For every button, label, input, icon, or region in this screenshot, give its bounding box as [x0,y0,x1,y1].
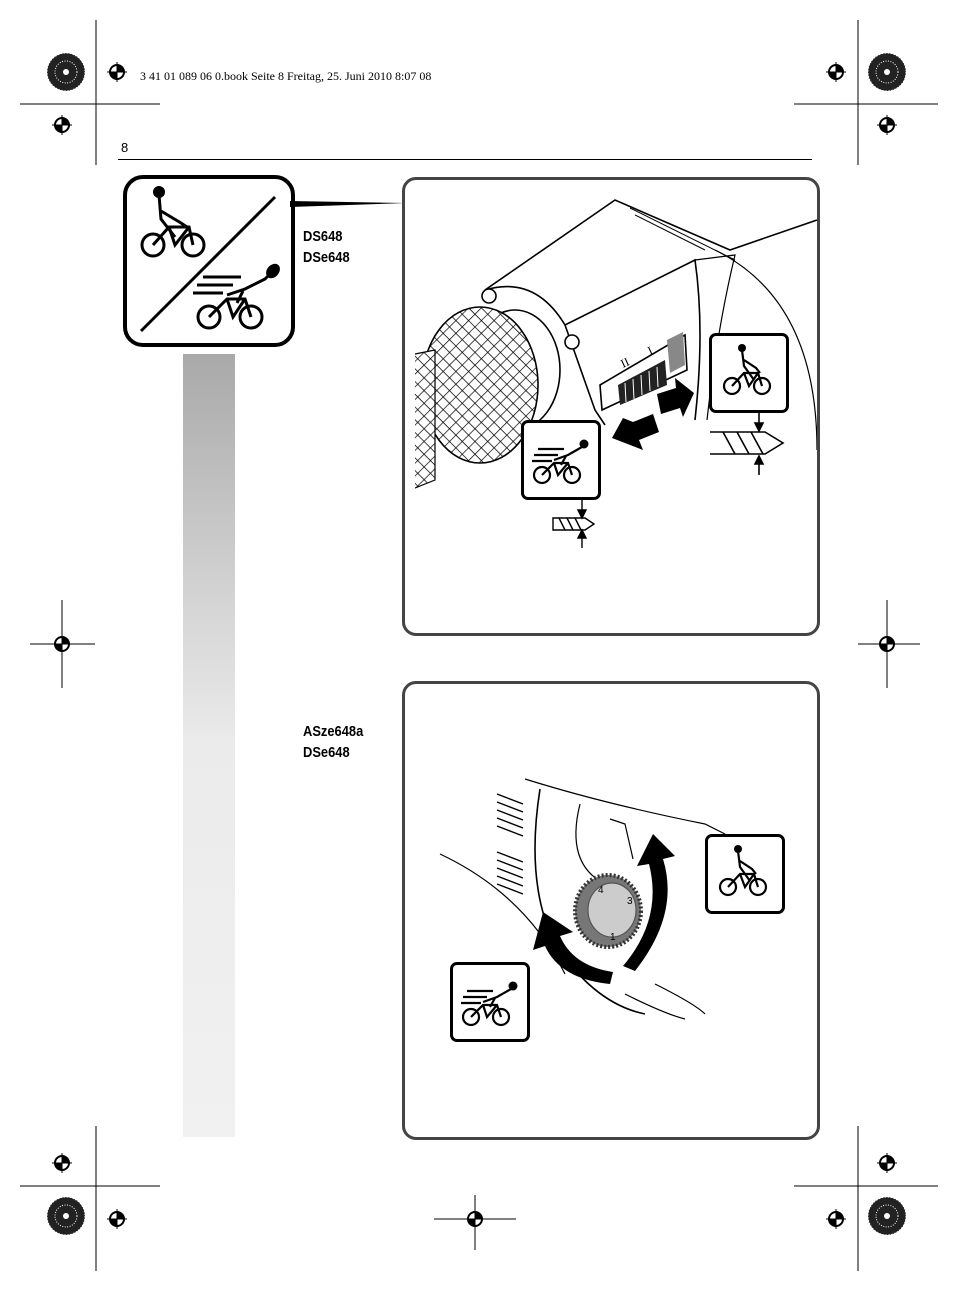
model-label: DSe648 [303,249,350,266]
drill-switch-illustration: II I [405,199,817,548]
slug-line: 3 41 01 089 06 0.book Seite 8 Freitag, 2… [140,69,432,83]
model-label: DSe648 [303,744,350,761]
fast-speed-cyclist-icon [461,988,512,1027]
slow-speed-cyclist-icon [722,349,772,396]
dial-mark: 3 [627,896,633,907]
scale-mark: I [645,343,655,357]
drill-bit-icon [710,412,785,475]
drill-bit-icon [552,500,596,548]
slow-speed-box [709,333,789,413]
side-gradient-bar [183,354,235,1137]
fast-speed-box [450,962,530,1042]
dial-illustration: 4 3 1 [439,778,726,1020]
model-label: ASze648a [303,723,364,740]
figure2-models: ASze648a DSe648 [303,721,363,763]
rotation-arrow-icon [623,834,675,971]
slide-left-arrow [612,414,659,450]
dial-mark: 1 [610,932,616,943]
slow-speed-cyclist-icon [140,194,206,258]
page-number: 8 [121,140,129,155]
callout-wedge [290,201,406,207]
slide-right-arrow [657,378,694,417]
header-rule [118,159,812,160]
speed-selection-symbol [123,175,295,347]
slow-speed-cyclist-icon [718,850,768,897]
figure1-models: DS648 DSe648 [303,226,350,268]
model-label: DS648 [303,228,343,245]
rotation-arrow-icon [533,912,613,984]
fast-speed-box [521,420,601,500]
slow-speed-box [705,834,785,914]
fast-speed-cyclist-icon [532,446,583,485]
figure1-panel: II I [402,177,820,636]
dial-mark: 4 [598,885,604,896]
figure2-panel: 4 3 1 [402,681,820,1140]
